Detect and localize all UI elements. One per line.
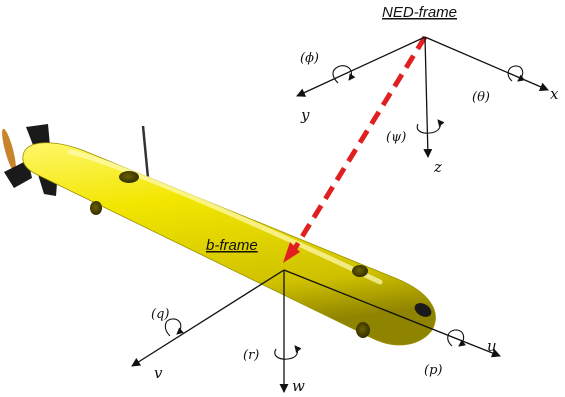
ned-y-label: y <box>300 106 310 124</box>
hull-highlight <box>67 149 383 285</box>
ned-roll-label: (ϕ) <box>300 51 319 66</box>
body-frame: b-frame u v w (p) (q) (r) <box>131 237 501 395</box>
ned-z-label: z <box>433 158 442 176</box>
body-r-rotation-icon <box>274 345 302 360</box>
hull-port-2 <box>90 201 102 215</box>
antenna-icon <box>141 125 150 179</box>
hull-port-1 <box>119 171 139 183</box>
frame-link-line <box>289 35 428 255</box>
body-q-rotation-icon <box>164 318 184 337</box>
body-p-rotation-icon <box>447 329 466 347</box>
ned-roll-rotation-icon <box>332 65 356 84</box>
ned-pitch-rotation-icon <box>507 65 525 82</box>
body-frame-title: b-frame <box>206 237 258 254</box>
hull-port-4 <box>356 322 370 338</box>
ned-y-axis-arrow <box>296 36 426 97</box>
auv-hull <box>22 142 436 346</box>
fin-left-icon <box>4 160 32 188</box>
propeller-icon <box>2 128 16 172</box>
ned-frame: NED-frame x y z (ϕ) (θ) (ψ) <box>296 4 559 176</box>
body-r-label: (r) <box>243 348 259 363</box>
body-v-label: v <box>154 364 163 382</box>
hull-nose-port <box>414 303 432 317</box>
body-p-label: (p) <box>424 363 442 378</box>
body-u-label: u <box>487 337 497 355</box>
body-q-label: (q) <box>151 307 169 322</box>
auv-vehicle <box>2 124 436 346</box>
ned-z-axis-arrow <box>423 36 433 158</box>
fin-top-icon <box>26 124 50 146</box>
ned-x-label: x <box>550 85 559 103</box>
body-v-axis-arrow <box>131 269 285 367</box>
body-w-label: w <box>292 377 305 395</box>
origin-marker-icon <box>283 242 300 263</box>
ned-pitch-label: (θ) <box>472 90 490 105</box>
hull-port-3 <box>352 265 368 277</box>
ned-frame-title: NED-frame <box>382 4 457 21</box>
ned-yaw-label: (ψ) <box>386 130 406 145</box>
ned-x-axis-arrow <box>424 36 549 91</box>
ned-yaw-rotation-icon <box>416 119 445 134</box>
